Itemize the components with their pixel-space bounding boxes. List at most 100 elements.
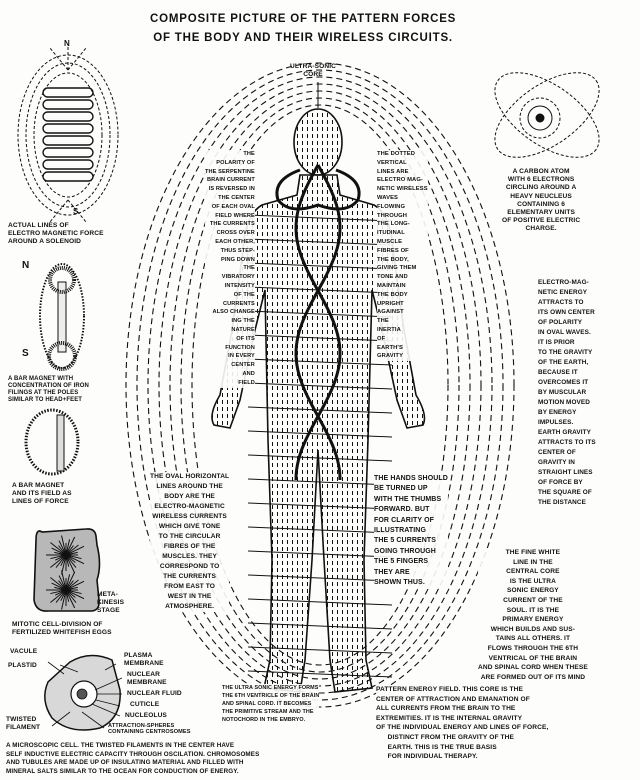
- serpent-loop: [275, 168, 361, 211]
- solenoid-coil: [42, 171, 94, 182]
- chromosome-ray: [65, 545, 85, 556]
- muscle-band: [247, 550, 393, 558]
- helix-strand: [294, 164, 342, 481]
- muscle-band: [247, 502, 393, 510]
- chromosome-ray: [65, 554, 76, 574]
- ultra-sonic-forms-text: THE ULTRA SONIC ENERGY FORMS THE 6TH VEN…: [222, 684, 320, 724]
- muscle-band: [247, 454, 393, 462]
- field-oval: [180, 97, 460, 673]
- chromosome-ray: [50, 577, 67, 591]
- hands-text: THE HANDS SHOULD BE TURNED UP WITH THE T…: [374, 474, 448, 589]
- muscle-band: [247, 646, 393, 654]
- chromosome-ray: [50, 589, 67, 595]
- solenoid-caption: ACTUAL LINES OF ELECTRO MAGNETIC FORCE A…: [8, 222, 104, 246]
- mitotic-caption: MITOTIC CELL-DIVISION OF FERTILIZED WHIT…: [12, 621, 112, 637]
- muscle-band: [247, 478, 393, 486]
- chromosome-ray: [65, 536, 76, 556]
- chromosome-ray: [58, 575, 67, 591]
- human-figure: [211, 82, 426, 693]
- muscle-band: [247, 334, 393, 342]
- solenoid-coil: [42, 123, 94, 134]
- cell-label-cuticle: CUTICLE: [130, 701, 160, 708]
- solenoid-north-label: N: [64, 39, 70, 48]
- cell-diagram: [44, 654, 123, 731]
- chromosome-ray: [55, 589, 67, 603]
- bar-magnet-field: [24, 408, 80, 476]
- energy-field-ovals: [125, 62, 515, 708]
- chromosome-ray: [50, 589, 67, 603]
- magnet-north-label: N: [22, 260, 30, 271]
- microscopic-cell-caption: A MICROSCOPIC CELL. THE TWISTED FILAMENT…: [6, 742, 260, 775]
- cell-label-nuclear-membrane: NUCLEAR MEMBRANE: [127, 671, 167, 687]
- chromosome-ray: [65, 574, 71, 591]
- cell-label-twisted-filament: TWISTED FILAMENT: [6, 716, 41, 732]
- electro-magnetic-text: ELECTRO-MAG- NETIC ENERGY ATTRACTS TO IT…: [538, 278, 596, 508]
- cell-label-vacule: VACULE: [10, 648, 38, 655]
- fine-white-line-text: THE FINE WHITE LINE IN THE CENTRAL CORE …: [478, 548, 588, 683]
- muscle-band: [247, 310, 393, 318]
- cell-label-nuclear-fluid: NUCLEAR FLUID: [127, 690, 182, 697]
- chromosome-ray: [65, 554, 77, 568]
- muscle-band: [247, 526, 393, 534]
- chromosome-ray: [65, 589, 82, 595]
- chromosome-ray: [65, 589, 77, 603]
- chromosome-ray: [61, 589, 67, 610]
- chromosome-ray: [65, 544, 79, 556]
- solenoid-south-label: S: [73, 207, 79, 216]
- field-oval: [158, 83, 482, 687]
- field-oval: [191, 104, 449, 666]
- chromosome-ray: [50, 542, 67, 556]
- chromosome-ray: [50, 554, 67, 560]
- muscle-band: [247, 238, 393, 246]
- field-oval: [169, 90, 471, 680]
- core-center-text: PATTERN ENERGY FIELD. THIS CORE IS THE C…: [376, 685, 549, 762]
- bar-magnet-field-caption: A BAR MAGNET AND ITS FIELD AS LINES OF F…: [12, 482, 72, 506]
- chromosome-ray: [65, 539, 71, 556]
- chromosome-ray: [65, 589, 76, 609]
- solenoid-coil: [42, 87, 94, 98]
- solenoid-coil: [42, 111, 94, 122]
- bar-magnet-filings-caption: A BAR MAGNET WITH CONCENTRATION OF IRON …: [8, 376, 89, 403]
- chromosome-ray: [65, 579, 79, 591]
- page-title: COMPOSITE PICTURE OF THE PATTERN FORCES …: [150, 13, 457, 44]
- carbon-atom-caption: A CARBON ATOM WITH 6 ELECTRONS CIRCLING …: [502, 168, 581, 233]
- field-oval: [147, 76, 493, 694]
- chromosome-ray: [65, 554, 85, 565]
- solenoid-coil: [42, 147, 94, 158]
- chromosome-ray: [65, 586, 78, 591]
- cell-label-plastid: PLASTID: [8, 662, 37, 669]
- field-oval: [125, 62, 515, 708]
- muscle-band: [247, 574, 393, 582]
- head: [293, 108, 343, 176]
- core-label: ULTRA-SONIC CORE: [290, 63, 337, 79]
- dotted-vertical-text: THE DOTTED VERTICAL LINES ARE ELECTRO MA…: [377, 150, 428, 362]
- magnet-south-label: S: [22, 348, 29, 359]
- chromosome-ray: [61, 554, 67, 575]
- muscle-band: [247, 262, 393, 270]
- chromosome-ray: [51, 547, 67, 556]
- chromosome-ray: [51, 582, 67, 591]
- solenoid-coil: [42, 99, 94, 110]
- muscle-band: [247, 214, 393, 222]
- chromosome-ray: [65, 571, 76, 591]
- muscle-band: [247, 670, 393, 678]
- muscle-band: [247, 622, 393, 630]
- muscle-band: [247, 598, 393, 606]
- chromosome-ray: [61, 570, 67, 591]
- chromosome-ray: [50, 554, 67, 568]
- mitotic-cell: [33, 528, 101, 612]
- carbon-atom: [494, 72, 600, 158]
- chromosome-ray: [65, 551, 78, 556]
- polarity-text: THE POLARITY OF THE SERPENTINE BRAIN CUR…: [205, 150, 255, 388]
- cell-label-attraction-spheres: ATTRACTION-SPHERES CONTAINING CENTROSOME…: [108, 723, 191, 736]
- muscle-band: [247, 358, 393, 366]
- solenoid-coil: [42, 159, 94, 170]
- chromosome-ray: [65, 580, 85, 591]
- bar-magnet-filings: [39, 263, 85, 371]
- muscle-bands: [247, 214, 393, 678]
- field-oval: [136, 69, 504, 701]
- chromosome-ray: [61, 535, 67, 556]
- solenoid-diagram: [17, 45, 119, 223]
